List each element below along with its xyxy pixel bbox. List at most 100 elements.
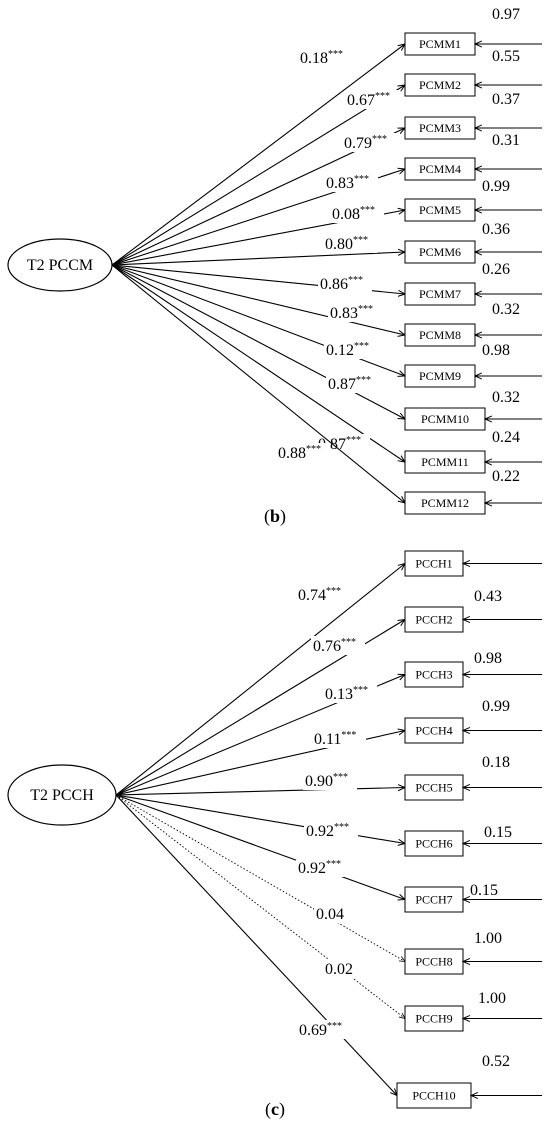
loading-label: 0.02 (325, 961, 353, 978)
loading-path (111, 264, 405, 419)
loading-path (115, 794, 397, 1096)
significance-stars: *** (354, 174, 369, 185)
loading-path (111, 252, 405, 266)
indicator-label: PCMM1 (419, 37, 461, 51)
error-variance-label: 0.24 (492, 429, 520, 446)
loading-label-bg (326, 374, 380, 393)
loading-label-bg (323, 959, 357, 978)
panel-label: (b) (264, 506, 286, 527)
indicator-box (404, 886, 464, 913)
indicator-label: PCMM3 (419, 121, 461, 135)
significance-stars: *** (375, 91, 390, 102)
loading-label-bg (296, 585, 350, 604)
significance-stars: *** (326, 586, 341, 597)
loading-label-bg (276, 443, 330, 462)
loading-path (115, 794, 405, 962)
significance-stars: *** (334, 822, 349, 833)
loading-path (115, 794, 405, 1019)
loading-label-bg (298, 48, 352, 67)
latent-label: T2 PCCM (27, 257, 93, 274)
significance-stars: *** (353, 685, 368, 696)
error-variance-label: 0.31 (492, 132, 520, 149)
significance-stars: *** (358, 304, 373, 315)
significance-stars: *** (306, 444, 321, 455)
error-variance-label: 0.55 (492, 48, 520, 65)
loading-path (115, 794, 405, 844)
loading-path (115, 788, 405, 796)
significance-stars: *** (356, 375, 371, 386)
indicator-label: PCMM9 (419, 369, 461, 383)
indicator-label: PCMM2 (419, 78, 461, 92)
significance-stars: *** (353, 235, 368, 246)
loading-label-bg (304, 821, 358, 840)
significance-stars: *** (326, 859, 341, 870)
error-variance-label: 0.43 (474, 588, 502, 605)
indicator-box (396, 1082, 472, 1109)
indicator-label: PCCH9 (415, 1012, 452, 1026)
indicator-label: PCCH1 (415, 557, 452, 571)
loading-label-bg (318, 274, 372, 293)
loading-label-bg (314, 904, 348, 923)
panel-b: T2 PCCMPCMM10.970.18***PCMM20.550.67***P… (7, 6, 542, 527)
error-variance-label: 0.99 (482, 178, 510, 195)
loading-label-bg (323, 234, 377, 253)
indicator-box (404, 661, 464, 688)
indicator-box (404, 606, 464, 633)
significance-stars: *** (341, 637, 356, 648)
indicator-label: PCMM4 (419, 162, 461, 176)
error-variance-label: 0.15 (484, 824, 512, 841)
loading-label-bg (330, 204, 384, 223)
loading-label-bg (311, 636, 365, 655)
panel-c: T2 PCCHPCCH10.74***PCCH20.430.76***PCCH3… (7, 550, 542, 1120)
error-variance-label: 0.37 (492, 91, 520, 108)
error-variance-label: 0.32 (492, 389, 520, 406)
indicator-label: PCMM11 (421, 455, 469, 469)
indicator-label: PCMM5 (419, 203, 461, 217)
significance-stars: *** (360, 205, 375, 216)
loading-path (111, 44, 405, 266)
error-variance-label: 0.15 (470, 882, 498, 899)
loading-label-bg (324, 340, 378, 359)
indicator-label: PCMM12 (421, 496, 469, 510)
indicator-label: PCCH10 (412, 1089, 455, 1103)
indicator-box (404, 550, 464, 577)
loading-label: 0.04 (316, 906, 344, 923)
indicator-label: PCMM7 (419, 287, 461, 301)
error-variance-label: 0.32 (492, 301, 520, 318)
panels: T2 PCCMPCMM10.970.18***PCMM20.550.67***P… (7, 6, 542, 1120)
loading-path (111, 264, 405, 335)
latent-label: T2 PCCH (30, 787, 94, 804)
loading-label-bg (312, 729, 366, 748)
error-variance-label: 0.18 (482, 754, 510, 771)
indicator-label: PCMM8 (419, 328, 461, 342)
loading-path (115, 794, 405, 900)
error-variance-label: 0.52 (482, 1053, 510, 1070)
loading-path (111, 264, 405, 503)
significance-stars: *** (328, 49, 343, 60)
indicator-box (404, 1005, 464, 1032)
error-variance-label: 0.98 (474, 650, 502, 667)
significance-stars: *** (372, 134, 387, 145)
error-variance-label: 0.99 (482, 698, 510, 715)
indicator-label: PCCH5 (415, 781, 452, 795)
significance-stars: *** (348, 275, 363, 286)
loading-label-bg (345, 90, 399, 109)
significance-stars: *** (341, 730, 356, 741)
loading-label-bg (296, 858, 350, 877)
error-variance-label: 1.00 (474, 930, 502, 947)
error-variance-label: 0.97 (492, 6, 520, 23)
loading-label-bg (323, 684, 377, 703)
indicator-label: PCMM6 (419, 245, 461, 259)
loading-label-bg (328, 303, 382, 322)
indicator-label: PCCH7 (415, 893, 452, 907)
error-variance-label: 0.36 (482, 221, 510, 238)
indicator-label: PCCH3 (415, 668, 452, 682)
error-variance-label: 0.26 (482, 261, 510, 278)
indicator-label: PCCH6 (415, 837, 452, 851)
loading-path (111, 85, 405, 266)
indicator-label: PCCH4 (415, 724, 452, 738)
error-variance-label: 1.00 (478, 990, 506, 1007)
error-variance-label: 0.98 (482, 342, 510, 359)
significance-stars: *** (333, 772, 348, 783)
